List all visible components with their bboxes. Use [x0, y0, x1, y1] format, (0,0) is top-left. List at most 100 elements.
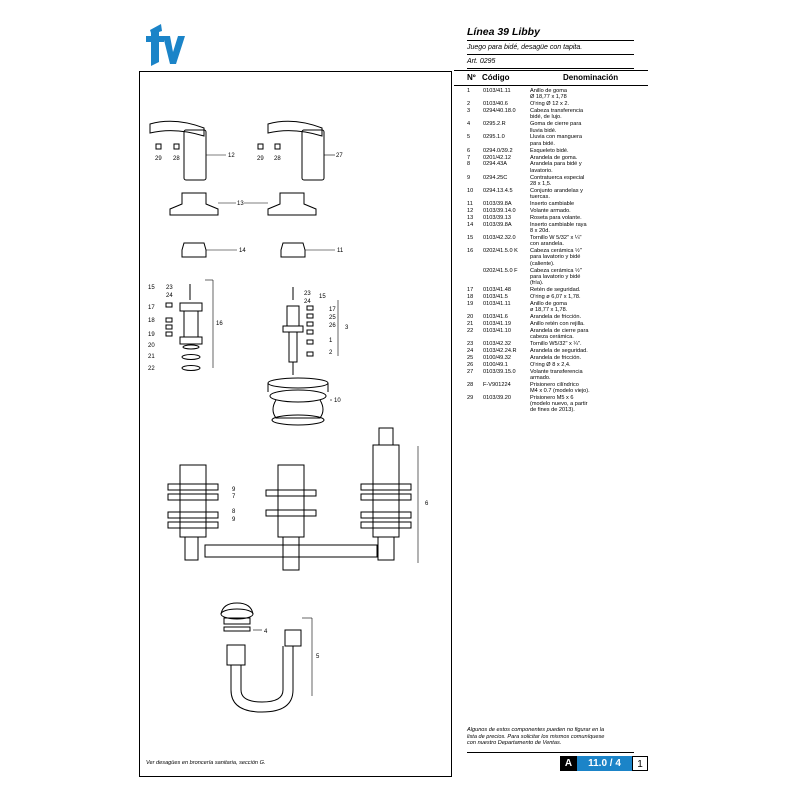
callout: 9	[232, 487, 236, 493]
part-number: 18	[467, 293, 474, 300]
part-description-line: (fría).	[530, 280, 544, 287]
part-description: Arandela de seguridad.	[530, 348, 647, 354]
callout: 17	[329, 307, 336, 313]
part-code: 0103/42.32.0	[483, 234, 516, 241]
callout: 15	[148, 285, 155, 291]
part-description-line: bidé, de lujo.	[530, 114, 562, 121]
part-number	[467, 268, 483, 287]
part-description-line: Anillo de goma	[530, 300, 568, 307]
part-number: 13	[467, 214, 474, 221]
rings-10	[267, 377, 329, 389]
callout: 12	[228, 153, 235, 159]
part-description-line: tuercas.	[530, 194, 550, 201]
part-code: 0294.25C	[483, 174, 508, 181]
part-description-line: (modelo nuevo, a partir	[530, 401, 588, 408]
part-number: 23	[467, 340, 474, 347]
header-rule-bottom	[467, 68, 634, 69]
part-description: Cabeza cerámica ½"para lavatorio y bidé(…	[530, 268, 647, 287]
product-title: Línea 39 Libby	[467, 26, 540, 38]
part-description-line: Contratuerca especial	[530, 174, 585, 181]
part-number: 14	[467, 221, 474, 228]
article-number: Art. 0295	[467, 58, 496, 65]
part-description: Retén de seguridad.	[530, 287, 647, 293]
callout: 2	[329, 350, 333, 356]
part-description-line: Goma de cierre para	[530, 121, 582, 128]
callout: 13	[237, 201, 244, 207]
part-description-line: Prisionero cilíndrico	[530, 381, 579, 388]
part-code: 0103/39.13	[483, 214, 511, 221]
part-number: 3	[467, 108, 471, 115]
section-letter-badge: A	[560, 756, 577, 771]
rosette-right	[267, 192, 317, 216]
col-header-num: Nº	[467, 73, 476, 82]
part-description-line: para lavatorio y bidé	[530, 273, 581, 280]
part-code: 0103/41.48	[483, 287, 511, 293]
callout: 20	[148, 343, 155, 349]
part-description-line: O'ring Ø 8 x 2,4.	[530, 361, 571, 368]
bottom-rule	[467, 752, 634, 753]
handle-27	[267, 120, 323, 137]
part-number: 6	[467, 147, 471, 154]
part-code: 0103/42.24.R	[483, 347, 517, 354]
insert-11	[280, 242, 306, 258]
part-number: 17	[467, 287, 474, 293]
part-code: 0294.13.4.5	[483, 187, 513, 194]
part-description-line: Arandela de cierre para	[530, 327, 589, 334]
part-number: 15	[467, 234, 474, 241]
insert-14	[181, 242, 207, 258]
skeleton-bridge	[204, 544, 378, 558]
skeleton-right	[372, 444, 400, 538]
part-code: 0202/41.5.0 F	[483, 267, 518, 274]
part-description: Arandela de fricción.	[530, 355, 647, 361]
callout: 11	[337, 248, 344, 254]
part-code: 0202/41.5.0 K	[483, 248, 518, 255]
part-code: 0103/41.19	[483, 320, 511, 327]
callout: 23	[304, 291, 311, 297]
part-number: 11	[467, 200, 473, 207]
part-description-line: Arandela de fricción.	[530, 313, 581, 320]
callout: 17	[148, 305, 155, 311]
callout: 18	[148, 318, 155, 324]
handle-12	[149, 120, 205, 137]
part-description: O'ring Ø 12 x 2.	[530, 101, 647, 107]
parts-row: 23 0103/42.32 Tornillo W5/32" x ¼".	[467, 341, 647, 347]
callout: 14	[239, 248, 246, 254]
part-code: 0103/39.14.0	[483, 207, 516, 214]
part-description-line: M4 x 0.7 (modelo viejo).	[530, 387, 590, 394]
drain-reference-note: Ver desagües en broncería sanitaria, sec…	[146, 760, 266, 766]
part-description: Tornillo W5/32" x ¼".	[530, 341, 647, 347]
part-description: Anillo retén con rejilla.	[530, 321, 647, 327]
part-description: Arandela de goma.	[530, 155, 647, 161]
callout: 9	[232, 517, 236, 523]
part-code: 0103/41.10	[483, 327, 511, 334]
callout: 24	[166, 293, 173, 299]
part-number: 12	[467, 207, 474, 214]
part-number: 20	[467, 313, 474, 320]
header-rule-top	[467, 40, 634, 41]
callout: 8	[232, 509, 236, 515]
callout: 25	[329, 315, 336, 321]
part-code: 0294/40.18.0	[483, 108, 516, 115]
part-code: 0103/42.32	[483, 340, 511, 347]
part-number: 25	[467, 354, 474, 361]
part-code: 0100/49.32	[483, 354, 511, 361]
part-code: 0103/39.8A	[483, 221, 512, 228]
part-description: Cabeza cerámica ½"para lavatorio y bidé(…	[530, 248, 647, 267]
